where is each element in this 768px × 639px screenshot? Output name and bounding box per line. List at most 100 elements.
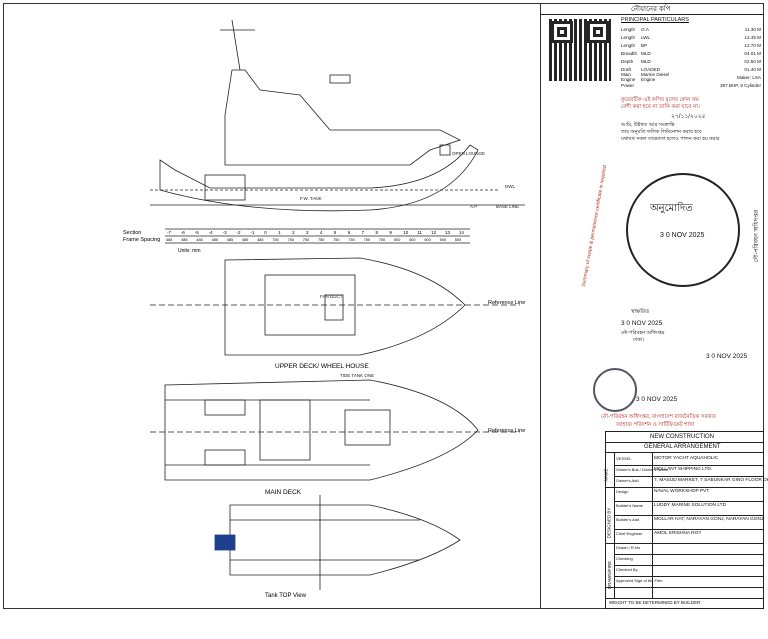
note-c: যথাযথ সকল তারমাতা হলেও পালন করা হয় করার (621, 136, 720, 142)
label-base-line: BASE LINE (496, 204, 519, 209)
section-tick: -6 (181, 230, 185, 235)
section-tick: -4 (209, 230, 213, 235)
frame-tick: 485 (242, 238, 248, 242)
section-drawn: DRAWN/FIRE (607, 560, 613, 590)
section-tick: -5 (195, 230, 199, 235)
info-label: Checked By (616, 567, 638, 572)
signed-date-2: 3 0 NOV 2025 (706, 353, 748, 360)
info-label: Chief Engineer (616, 531, 643, 536)
particular-v: 12.45 M (744, 34, 761, 40)
stamp-date: 3 0 NOV 2025 (636, 396, 678, 403)
office-1: নৌ-পরিবহন অধিদপ্তর (621, 330, 665, 336)
section-tick: 14 (459, 230, 465, 235)
section-name: NAME (603, 468, 609, 482)
frame-tick: 485 (181, 238, 187, 242)
frame-tick: 750 (272, 238, 278, 242)
label-open-lounge: OPEN LOUNGE (452, 151, 485, 156)
info-label: Owner's Bus / Owner's Name (616, 467, 669, 472)
info-value: MOLLAR HAT, NARAYAN GONJ, NARAYAN GONJ (654, 517, 764, 522)
upper-deck-outline (224, 257, 466, 356)
section-tick: 4 (320, 230, 323, 235)
section-tick: -2 (237, 230, 241, 235)
section-tick: 0 (264, 230, 267, 235)
frame-tick: 500 (440, 238, 446, 242)
frame-tick: 485 (227, 238, 233, 242)
info-label: Builder's Add (616, 517, 640, 522)
particular-k: Length (621, 26, 636, 32)
info-value: MOLLANT SHIPPING LTD. (654, 467, 713, 472)
signed-label: স্বাক্ষরিত (631, 309, 650, 315)
particular-v: Maker: LSA (737, 74, 761, 80)
section-tick: 13 (445, 230, 451, 235)
note-a: আমি, উইথত আর সংক্রান্তি (621, 122, 675, 128)
particular-v: 397 BHP, 6 Cylinder (719, 82, 761, 88)
construction-box: NEW CONSTRUCTION GENERAL ARRANGEMENT NAM… (603, 431, 768, 609)
particular-v: 01.40 M (744, 66, 761, 72)
reference-line-2: Reference Line (488, 428, 525, 434)
particular-v: 11.30 M (744, 26, 761, 32)
frame-tick: 500 (455, 238, 461, 242)
red-note-2: বেশী করা হবে না তাকি করা যাবে না। (621, 104, 700, 110)
section-tick: 3 (306, 230, 309, 235)
footer-note: WEIGHT TO BE DETERMINED BY BUILDER (609, 600, 701, 605)
general-arrangement: GENERAL ARRANGEMENT (644, 444, 721, 450)
sign-date: ২৭/১১/২০২৫ (671, 114, 706, 120)
frame-tick: 485 (196, 238, 202, 242)
particular-row: Draft LOADED 01.40 M (621, 65, 761, 73)
signed-date-1: 3 0 NOV 2025 (621, 320, 663, 327)
drawing-sheet (3, 3, 764, 609)
frame-tick: 485 (166, 238, 172, 242)
info-label: Checking (616, 556, 633, 561)
office-1b: ঢাকা। (633, 337, 645, 343)
particular-m: BP (641, 42, 648, 48)
info-value: 7, MASUD MARKET, 7 SABUNKAR GINO FLOOR D… (654, 478, 768, 483)
particular-v: 12.70 M (744, 42, 761, 48)
emblem-stamp (593, 368, 637, 412)
reference-line-1: Reference Line (488, 300, 525, 306)
qr-code (549, 19, 611, 81)
frame-tick: 485 (212, 238, 218, 242)
principal-title: PRINCIPAL PARTICULARS (621, 17, 689, 23)
particular-k: Power (621, 82, 635, 88)
panel-title: নৌযানের কপি (631, 6, 671, 13)
frame-tick: 500 (409, 238, 415, 242)
section-tick: -7 (167, 230, 171, 235)
section-designed: DESIGNED BY (606, 507, 612, 539)
particular-k: Main Engine (621, 72, 636, 82)
info-value: AMOL KRISHNA ROY (654, 531, 702, 536)
profile-hull (159, 144, 479, 212)
info-label: Approved Sign of the Firm (616, 578, 663, 583)
title-header: নৌযানের কপি (541, 3, 764, 15)
frame-tick: 750 (348, 238, 354, 242)
frame-tick: 500 (394, 238, 400, 242)
label-dwl: DWL (505, 184, 515, 189)
section-tick: 2 (292, 230, 295, 235)
approval-stamp: অনুমোদিত 3 0 NOV 2025 (626, 173, 740, 287)
particular-k: Draft (621, 66, 631, 72)
red-band: নৌ-পরিবহন অধিদপ্তর, বাংলাদেশ রাজনৈতিক সর… (601, 414, 716, 420)
section-tick: 1 (278, 230, 281, 235)
red-vertical-note: Summary of scope & permanence certificat… (580, 164, 609, 288)
info-label: Builder's Name (616, 503, 643, 508)
label-ap: A.P (470, 204, 477, 209)
vessel-drawing: OPEN LOUNGE DWL A.P BASE LINE F.W. TANK … (123, 19, 525, 599)
particular-k: Depth (621, 58, 634, 64)
particular-k: Breadth (621, 50, 638, 56)
section-tick: 6 (348, 230, 351, 235)
particular-m: LWL (641, 34, 651, 40)
info-label: Design (616, 489, 629, 494)
label-fan-duct: FAN DUCT (320, 294, 343, 299)
section-tick: 12 (431, 230, 437, 235)
particular-row: Power 397 BHP, 6 Cylinder (621, 81, 761, 89)
particular-m: Marine Diesel Engine (641, 72, 670, 82)
particular-m: LOADED (641, 66, 660, 72)
section-tick: 7 (362, 230, 365, 235)
sheet-divider (540, 3, 541, 609)
main-deck-outline (164, 379, 479, 481)
info-label: Drawn / R.No (616, 545, 641, 550)
particular-v: 04.01 M (744, 50, 761, 56)
section-tick: -3 (223, 230, 227, 235)
